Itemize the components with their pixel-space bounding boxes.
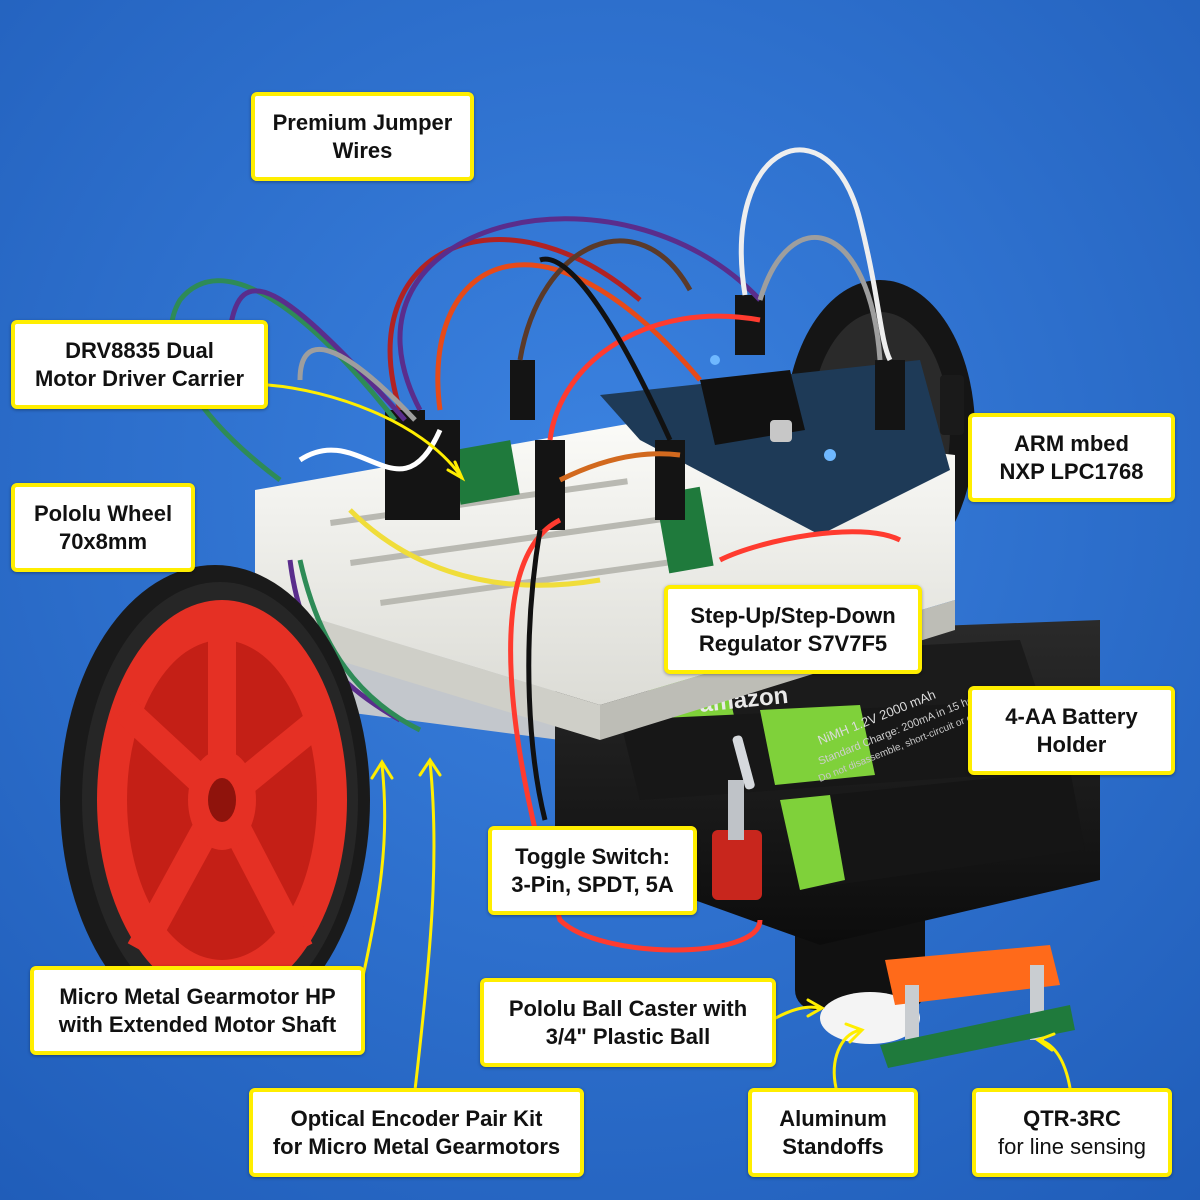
label-qtr-line1: QTR-3RC bbox=[1023, 1105, 1121, 1131]
label-arm-mbed-line1: ARM mbed bbox=[1014, 430, 1129, 456]
label-standoffs-line2: Standoffs bbox=[782, 1133, 884, 1159]
label-regulator: Step-Up/Step-Down Regulator S7V7F5 bbox=[664, 585, 922, 674]
label-ball-caster: Pololu Ball Caster with 3/4" Plastic Bal… bbox=[480, 978, 776, 1067]
aa-cell-3 bbox=[780, 770, 1085, 890]
label-gearmotor-line1: Micro Metal Gearmotor HP bbox=[59, 983, 336, 1009]
label-pololu-wheel-line1: Pololu Wheel bbox=[33, 500, 173, 526]
label-battery-holder-line1: 4-AA Battery bbox=[1005, 703, 1138, 729]
label-premium-jumper-wires-line1: Premium Jumper bbox=[272, 109, 453, 135]
label-qtr-line2: for line sensing bbox=[998, 1133, 1146, 1159]
label-battery-holder: 4-AA Battery Holder bbox=[968, 686, 1175, 775]
label-ball-caster-line1: Pololu Ball Caster with bbox=[508, 995, 748, 1021]
label-qtr: QTR-3RC for line sensing bbox=[972, 1088, 1172, 1177]
label-premium-jumper-wires-line2: Wires bbox=[332, 137, 393, 163]
mbed-board bbox=[600, 355, 964, 535]
label-regulator-line2: Regulator S7V7F5 bbox=[698, 630, 888, 656]
toggle-switch bbox=[712, 735, 762, 900]
label-standoffs: Aluminum Standoffs bbox=[748, 1088, 918, 1177]
label-pololu-wheel: Pololu Wheel 70x8mm bbox=[11, 483, 195, 572]
red-wheel bbox=[60, 565, 370, 1035]
label-ball-caster-line2: 3/4" Plastic Ball bbox=[545, 1023, 711, 1049]
label-standoffs-line1: Aluminum bbox=[779, 1105, 887, 1131]
aa-cell-2 bbox=[620, 700, 1060, 800]
drv8835-board bbox=[451, 440, 520, 505]
label-toggle-switch: Toggle Switch: 3-Pin, SPDT, 5A bbox=[488, 826, 697, 915]
label-drv8835-line2: Motor Driver Carrier bbox=[34, 365, 245, 391]
label-premium-jumper-wires: Premium Jumper Wires bbox=[251, 92, 474, 181]
label-arm-mbed-line2: NXP LPC1768 bbox=[999, 458, 1144, 484]
label-regulator-line1: Step-Up/Step-Down bbox=[690, 602, 896, 628]
label-drv8835-line1: DRV8835 Dual bbox=[65, 337, 214, 363]
label-battery-holder-line2: Holder bbox=[1036, 731, 1107, 757]
label-gearmotor-line2: with Extended Motor Shaft bbox=[58, 1011, 337, 1037]
label-drv8835: DRV8835 Dual Motor Driver Carrier bbox=[11, 320, 268, 409]
label-toggle-switch-line2: 3-Pin, SPDT, 5A bbox=[511, 871, 674, 897]
label-arm-mbed: ARM mbed NXP LPC1768 bbox=[968, 413, 1175, 502]
label-pololu-wheel-line2: 70x8mm bbox=[58, 528, 148, 554]
label-encoder-line2: for Micro Metal Gearmotors bbox=[272, 1133, 561, 1159]
label-encoder: Optical Encoder Pair Kit for Micro Metal… bbox=[249, 1088, 584, 1177]
label-encoder-line1: Optical Encoder Pair Kit bbox=[290, 1105, 543, 1131]
label-toggle-switch-line1: Toggle Switch: bbox=[515, 843, 670, 869]
label-gearmotor: Micro Metal Gearmotor HP with Extended M… bbox=[30, 966, 365, 1055]
qtr-sensor-assembly bbox=[880, 945, 1075, 1068]
